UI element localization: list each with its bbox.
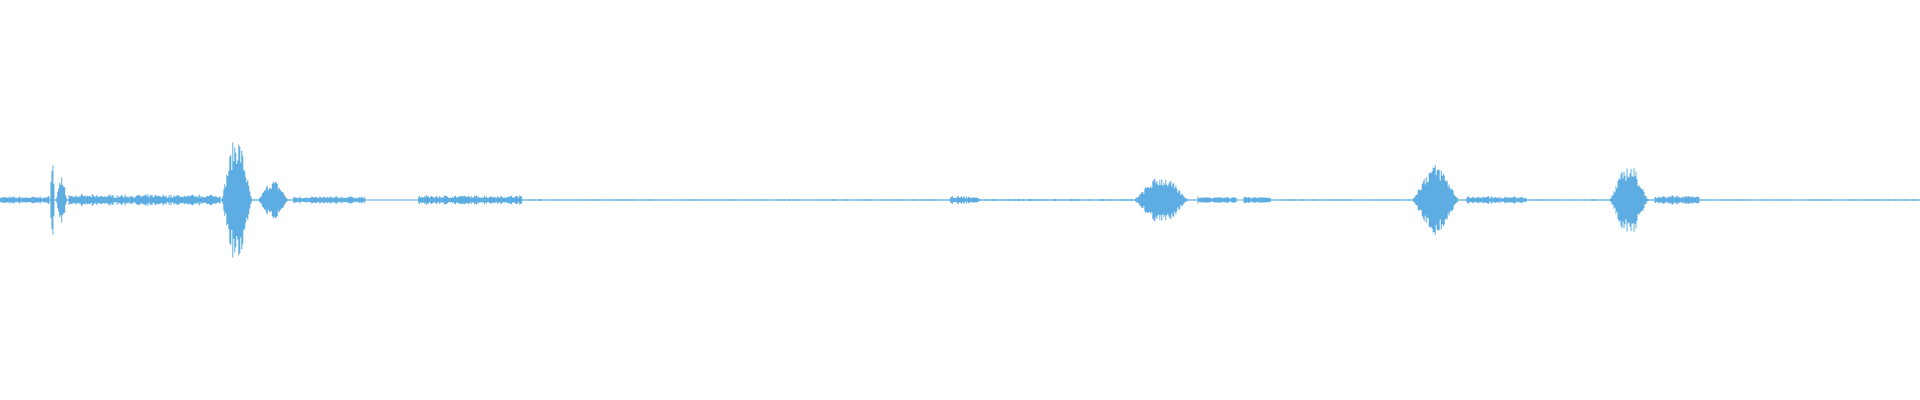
waveform-segment	[418, 195, 523, 205]
waveform-segment	[49, 165, 56, 235]
waveform-segment	[293, 196, 366, 204]
waveform-segment	[1608, 168, 1656, 232]
waveform-segment	[1243, 196, 1271, 204]
waveform-segment	[1466, 196, 1527, 204]
waveform-segment	[1525, 199, 1609, 201]
waveform-segment	[68, 194, 221, 206]
waveform-segment	[1197, 196, 1237, 204]
waveform-segment	[256, 181, 294, 219]
waveform-segment	[1654, 195, 1700, 205]
waveform-segment	[1270, 199, 1412, 201]
waveform-segment	[1698, 199, 1920, 201]
waveform-segment	[1132, 178, 1199, 222]
waveform-segment	[55, 177, 70, 223]
waveform-segment	[1410, 165, 1467, 235]
waveform-segment	[220, 142, 258, 258]
waveform-segment	[949, 196, 979, 204]
waveform-segment	[521, 199, 951, 201]
waveform-segment	[0, 196, 50, 204]
waveform-segment	[978, 198, 1133, 202]
